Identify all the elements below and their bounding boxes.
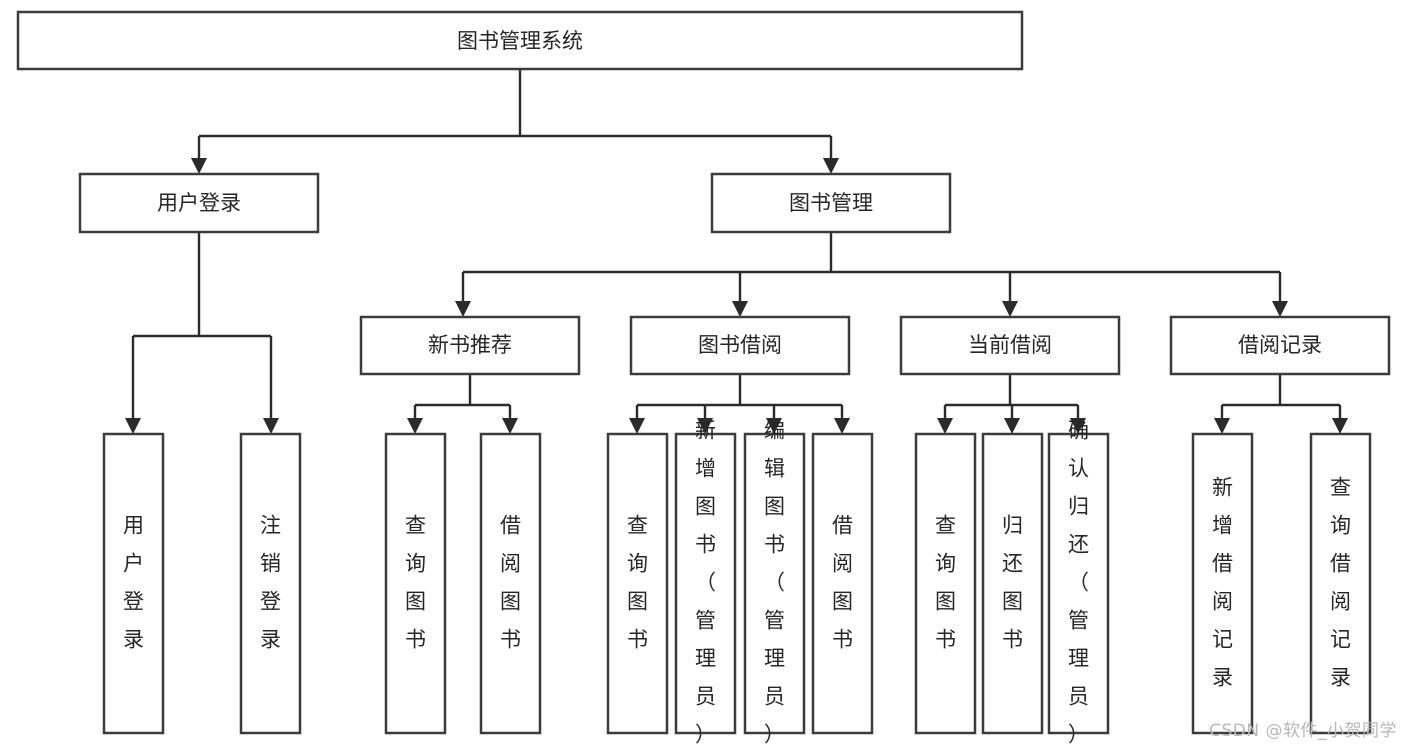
arrow-head-leaf-user-logout	[263, 418, 279, 434]
node-leaf-edit-book-admin-box[interactable]	[743, 432, 806, 735]
node-new-book-recommend[interactable]: 新书推荐	[359, 315, 581, 376]
node-leaf-add-book-admin-box[interactable]	[674, 432, 737, 735]
node-root-box[interactable]	[16, 10, 1024, 71]
node-leaf-borrow-book[interactable]: 借阅图书	[811, 432, 874, 735]
node-leaf-add-borrow-record[interactable]: 新增借阅记录	[1191, 432, 1254, 735]
leaf-node-layer: 用户登录 注销登录 查询图书 借阅图书 查询图书 新增图书（管理员） 编辑图书（管理员） 借阅…	[102, 419, 1372, 747]
node-leaf-query-book-current-box[interactable]	[914, 432, 977, 735]
node-borrow-record-box[interactable]	[1169, 315, 1391, 376]
node-book-borrow-label: 图书借阅	[698, 333, 782, 357]
arrow-head-leaf-borrow-book-rec	[502, 418, 518, 434]
arrow-head-user-login	[191, 158, 207, 174]
node-user-login-box[interactable]	[78, 172, 320, 234]
node-leaf-query-book-current[interactable]: 查询图书	[914, 432, 977, 735]
arrow-head-leaf-add-book-admin	[697, 418, 713, 434]
connector-layer	[125, 69, 1348, 434]
node-leaf-add-book-admin[interactable]: 新增图书（管理员）	[674, 419, 737, 747]
node-leaf-user-login-box[interactable]	[102, 432, 165, 735]
node-root[interactable]: 图书管理系统	[16, 10, 1024, 71]
node-user-login-label: 用户登录	[157, 191, 241, 215]
arrow-head-leaf-user-login	[125, 418, 141, 434]
node-current-borrow-box[interactable]	[899, 315, 1121, 376]
node-book-borrow-box[interactable]	[629, 315, 851, 376]
arrow-head-leaf-return-book	[1004, 418, 1020, 434]
node-leaf-add-book-admin-label: 新增图书（管理员）	[695, 419, 716, 747]
node-book-borrow[interactable]: 图书借阅	[629, 315, 851, 376]
node-leaf-query-book-rec-box[interactable]	[384, 432, 447, 735]
arrow-head-borrow-record	[1272, 301, 1288, 317]
arrow-head-current-borrow	[1002, 301, 1018, 317]
node-leaf-query-book-borrow-label: 查询图书	[627, 514, 648, 652]
arrow-head-leaf-query-book-rec	[407, 418, 423, 434]
node-current-borrow-label: 当前借阅	[968, 333, 1052, 357]
node-leaf-query-book-current-label: 查询图书	[935, 514, 956, 652]
arrow-head-leaf-query-borrow-record	[1332, 418, 1348, 434]
node-book-manage-box[interactable]	[710, 172, 952, 234]
node-new-book-recommend-label: 新书推荐	[428, 333, 512, 357]
arrow-head-leaf-borrow-book	[834, 418, 850, 434]
arrow-head-book-manage	[823, 158, 839, 174]
node-user-login[interactable]: 用户登录	[78, 172, 320, 234]
node-root-label: 图书管理系统	[457, 29, 583, 53]
arrow-head-new-book-recommend	[455, 301, 471, 317]
arrow-head-book-borrow	[732, 301, 748, 317]
node-leaf-return-book-label: 归还图书	[1002, 514, 1023, 652]
csdn-watermark: CSDN @软件_小贺同学	[1209, 721, 1397, 741]
node-leaf-return-book[interactable]: 归还图书	[981, 432, 1044, 735]
node-leaf-edit-book-admin-label: 编辑图书（管理员）	[764, 419, 785, 747]
node-leaf-borrow-book-rec-label: 借阅图书	[500, 514, 521, 652]
node-leaf-query-borrow-record-label: 查询借阅记录	[1330, 476, 1351, 690]
node-leaf-user-login-label: 用户登录	[123, 514, 144, 652]
node-leaf-user-login[interactable]: 用户登录	[102, 432, 165, 735]
node-leaf-user-logout-box[interactable]	[239, 432, 302, 735]
node-leaf-query-borrow-record[interactable]: 查询借阅记录	[1309, 432, 1372, 735]
node-leaf-user-logout-label: 注销登录	[260, 514, 281, 652]
node-borrow-record[interactable]: 借阅记录	[1169, 315, 1391, 376]
node-leaf-add-borrow-record-box[interactable]	[1191, 432, 1254, 735]
node-leaf-add-borrow-record-label: 新增借阅记录	[1212, 476, 1233, 690]
node-leaf-borrow-book-label: 借阅图书	[832, 514, 853, 652]
node-leaf-borrow-book-box[interactable]	[811, 432, 874, 735]
arrow-head-leaf-query-book-current	[937, 418, 953, 434]
node-borrow-record-label: 借阅记录	[1238, 333, 1322, 357]
node-book-manage[interactable]: 图书管理	[710, 172, 952, 234]
arrow-head-leaf-edit-book-admin	[766, 418, 782, 434]
node-leaf-confirm-return-admin[interactable]: 确认归还（管理员）	[1047, 419, 1110, 747]
node-leaf-confirm-return-admin-label: 确认归还（管理员）	[1068, 419, 1089, 747]
arrow-head-leaf-add-borrow-record	[1214, 418, 1230, 434]
node-leaf-return-book-box[interactable]	[981, 432, 1044, 735]
node-leaf-user-logout[interactable]: 注销登录	[239, 432, 302, 735]
node-current-borrow[interactable]: 当前借阅	[899, 315, 1121, 376]
arrow-head-leaf-confirm-return-admin	[1070, 418, 1086, 434]
node-book-manage-label: 图书管理	[789, 191, 873, 215]
node-new-book-recommend-box[interactable]	[359, 315, 581, 376]
node-leaf-query-book-rec[interactable]: 查询图书	[384, 432, 447, 735]
node-leaf-borrow-book-rec[interactable]: 借阅图书	[479, 432, 542, 735]
node-leaf-query-book-borrow-box[interactable]	[606, 432, 669, 735]
node-leaf-query-book-rec-label: 查询图书	[405, 514, 426, 652]
node-leaf-query-borrow-record-box[interactable]	[1309, 432, 1372, 735]
node-leaf-confirm-return-admin-box[interactable]	[1047, 432, 1110, 735]
arrow-head-leaf-query-book-borrow	[629, 418, 645, 434]
node-leaf-query-book-borrow[interactable]: 查询图书	[606, 432, 669, 735]
node-leaf-edit-book-admin[interactable]: 编辑图书（管理员）	[743, 419, 806, 747]
node-leaf-borrow-book-rec-box[interactable]	[479, 432, 542, 735]
